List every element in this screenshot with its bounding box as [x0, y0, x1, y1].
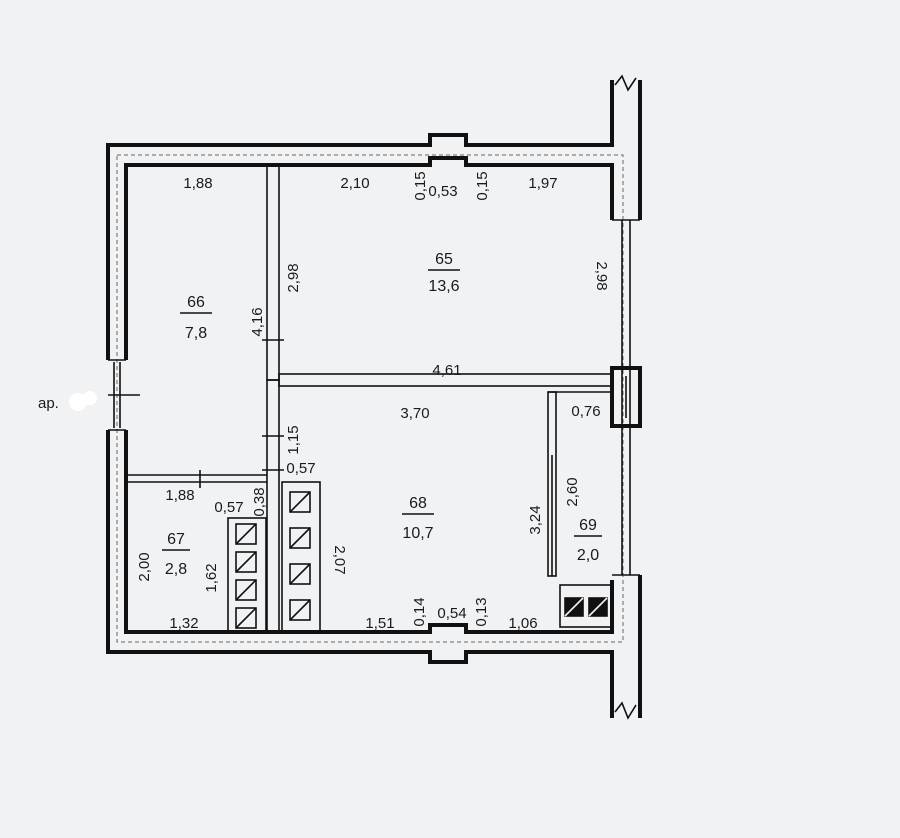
dim-top-left: 1,88 — [183, 175, 212, 192]
dim-vent-width: 0,57 — [286, 460, 315, 477]
room-66-number: 66 — [187, 294, 205, 311]
room-67-number: 67 — [167, 531, 185, 548]
dim-room67-vent-a: 0,57 — [214, 499, 243, 516]
room-68-number: 68 — [409, 495, 427, 512]
vent-duct-cell — [235, 551, 257, 573]
vent-duct-diagonal — [564, 597, 584, 617]
dim-top-c: 0,15 — [474, 171, 491, 200]
dim-top-a: 0,15 — [412, 171, 429, 200]
vent-duct-diagonal — [588, 597, 608, 617]
dim-corridor-width: 4,61 — [432, 362, 461, 379]
vent-duct-cell — [289, 599, 311, 621]
plan-label: ар. — [38, 395, 59, 412]
room-67: 67 2,8 — [162, 531, 190, 578]
dim-room67-vent-b: 0,38 — [251, 487, 268, 516]
dim-bottom-c: 0,54 — [437, 605, 466, 622]
outer-walls — [106, 74, 642, 720]
vent-duct-cell — [289, 491, 311, 513]
vent-duct-diagonal — [235, 579, 257, 601]
dim-room69-height: 2,60 — [564, 477, 581, 506]
room-68-area: 10,7 — [402, 525, 433, 542]
dim-room65-height: 2,98 — [285, 263, 302, 292]
room-69-number: 69 — [579, 517, 597, 534]
vent-duct-cell — [289, 527, 311, 549]
dim-wall-stub: 1,15 — [285, 425, 302, 454]
dim-vent-height: 2,07 — [331, 545, 348, 574]
room-69-area: 2,0 — [577, 547, 599, 564]
dim-top-right: 1,97 — [528, 175, 557, 192]
vent-duct-cell — [235, 607, 257, 629]
room-66: 66 7,8 — [180, 294, 212, 342]
dim-right-height: 2,98 — [593, 261, 610, 290]
room-69: 69 2,0 — [574, 517, 602, 564]
dim-room67-inner: 1,62 — [203, 563, 220, 592]
interior-walls — [126, 164, 613, 633]
vent-duct-diagonal — [235, 523, 257, 545]
vent-duct-cell — [235, 579, 257, 601]
vent-shaft-right — [559, 584, 613, 628]
room-66-area: 7,8 — [185, 325, 207, 342]
dim-room67-bottom: 1,32 — [169, 615, 198, 632]
dim-bottom-d: 0,13 — [473, 597, 490, 626]
dim-room68-width: 3,70 — [400, 405, 429, 422]
dim-top-mid: 2,10 — [340, 175, 369, 192]
dim-room66-height: 4,16 — [249, 307, 266, 336]
dim-room67-width: 1,88 — [165, 487, 194, 504]
vent-duct-diagonal — [289, 599, 311, 621]
room-65-number: 65 — [435, 251, 453, 268]
vent-shaft-left — [227, 517, 267, 633]
redaction-mark — [69, 391, 97, 411]
room-67-area: 2,8 — [165, 561, 187, 578]
vent-duct-cell — [289, 563, 311, 585]
vent-duct-diagonal — [235, 551, 257, 573]
dim-room67-height: 2,00 — [136, 552, 153, 581]
vent-shaft-center — [281, 481, 321, 633]
vent-duct-diagonal — [289, 563, 311, 585]
room-65: 65 13,6 — [428, 251, 460, 295]
dim-top-b: 0,53 — [428, 183, 457, 200]
dim-room68-height: 3,24 — [527, 505, 544, 534]
vent-duct-diagonal — [235, 607, 257, 629]
room-65-area: 13,6 — [428, 278, 459, 295]
room-68: 68 10,7 — [402, 495, 434, 542]
vent-duct-diagonal — [289, 527, 311, 549]
vent-duct-diagonal — [289, 491, 311, 513]
dimension-ticks — [108, 339, 284, 488]
dim-bottom-b: 0,14 — [411, 597, 428, 626]
vent-duct-cell — [235, 523, 257, 545]
dim-bottom-a: 1,51 — [365, 615, 394, 632]
dim-bottom-e: 1,06 — [508, 615, 537, 632]
dim-room69-width: 0,76 — [571, 403, 600, 420]
